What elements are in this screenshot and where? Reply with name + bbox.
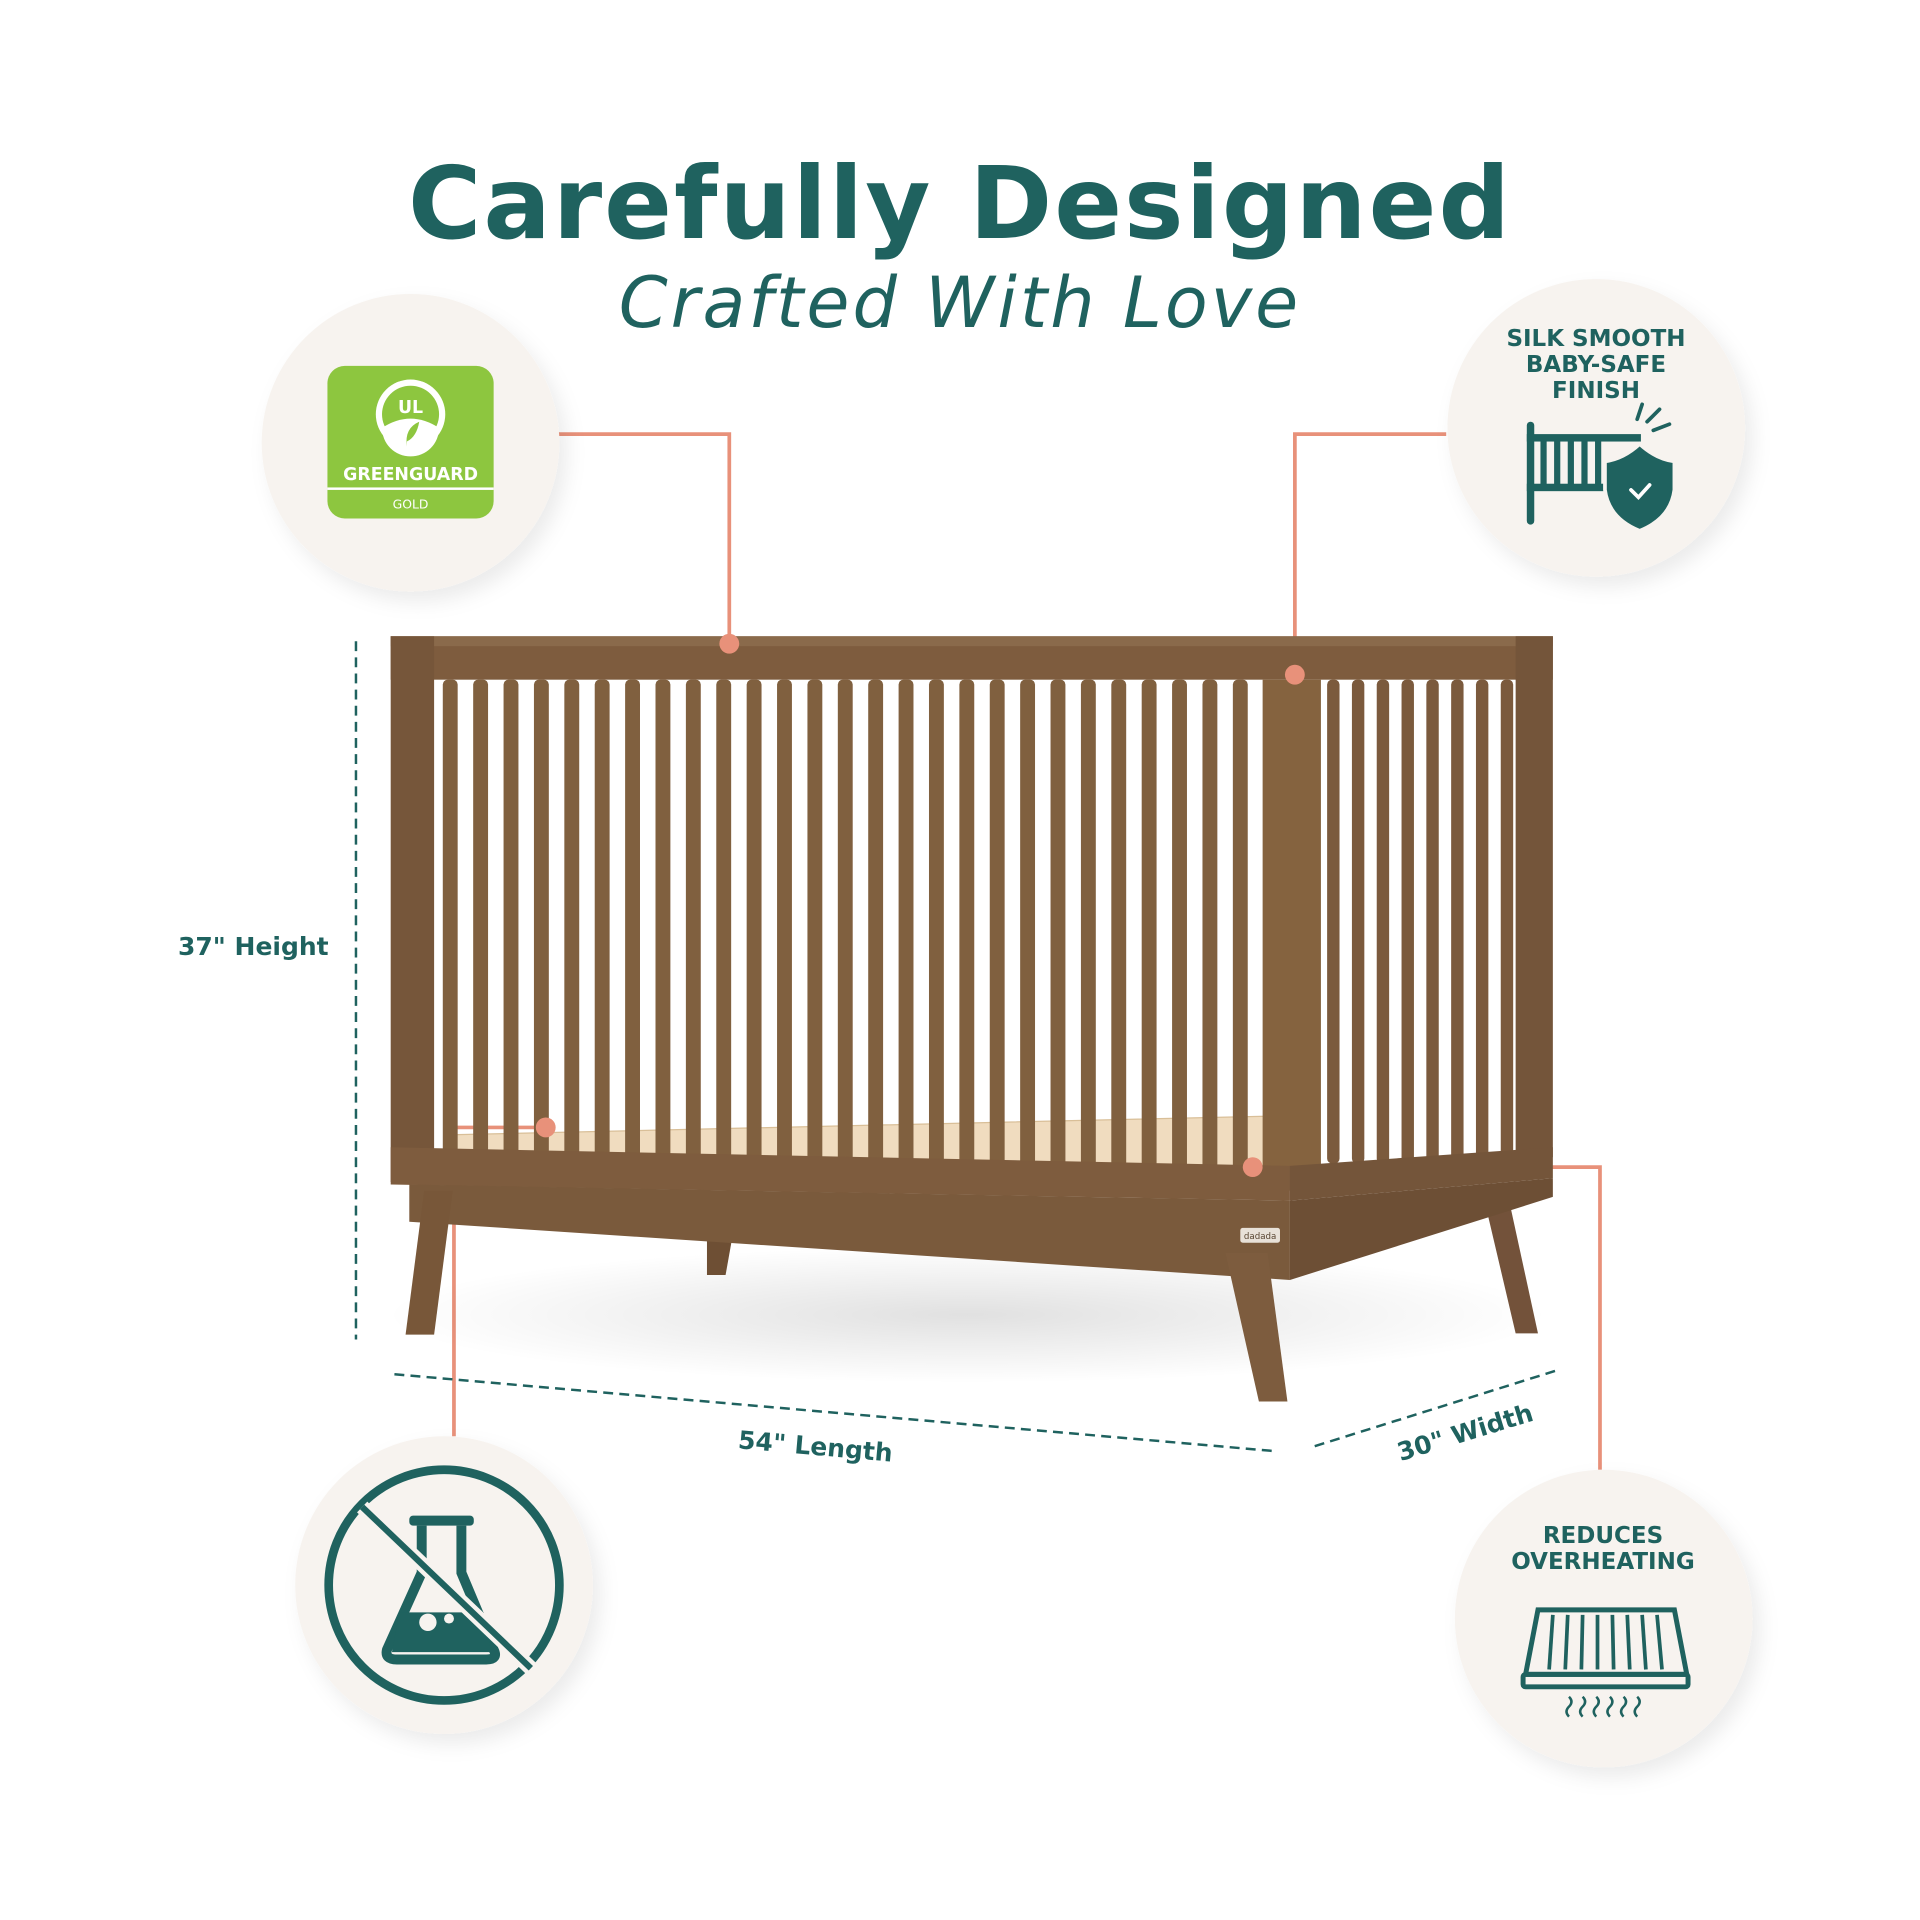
crib-slat: [1376, 679, 1390, 1164]
crib-leg: [405, 1190, 453, 1335]
crib-slat: [1111, 679, 1127, 1170]
page-title: Carefully Designed: [407, 145, 1513, 262]
crib-apron: [409, 1184, 1290, 1280]
crib-image: dadada: [384, 636, 1553, 1402]
length-dimension-line: [394, 1373, 1276, 1453]
connector-dot: [1284, 664, 1305, 685]
crib-leg: [1225, 1252, 1288, 1402]
crib-slat: [928, 679, 944, 1170]
crib-slat: [1020, 679, 1036, 1170]
brand-logo: [1240, 1227, 1280, 1243]
cooling-line-1: REDUCES: [1542, 1523, 1664, 1549]
crib-post-front-right: [1262, 679, 1321, 1191]
crib-slat: [533, 679, 549, 1170]
connector-dot: [1242, 1157, 1263, 1178]
finish-line-3: FINISH: [1552, 378, 1640, 404]
crib-slat: [1050, 679, 1066, 1170]
finish-label: SILK SMOOTH BABY-SAFE FINISH: [1446, 326, 1746, 404]
crib-slat: [1451, 679, 1464, 1164]
connector-finish: [1293, 432, 1447, 675]
svg-text:GREENGUARD: GREENGUARD: [343, 465, 478, 485]
no-chemicals-flask-icon: [324, 1465, 564, 1705]
finish-line-1: SILK SMOOTH: [1506, 326, 1686, 352]
crib-slat: [564, 679, 580, 1170]
crib-slat: [746, 679, 762, 1170]
crib-slat: [777, 679, 792, 1170]
connector-dot: [535, 1117, 556, 1138]
crib-slat: [625, 679, 640, 1170]
crib-shield-check-icon: [1526, 402, 1677, 533]
crib-slat: [1172, 679, 1187, 1170]
crib-post-left: [390, 636, 435, 1183]
page-subtitle: Crafted With Love: [618, 262, 1302, 344]
crib-slat: [959, 679, 975, 1170]
cooling-line-2: OVERHEATING: [1511, 1549, 1695, 1575]
crib-front-bottom-rail: [390, 1147, 1290, 1201]
crib-slat: [1141, 679, 1157, 1170]
crib-slat: [1327, 679, 1340, 1164]
crib-post-back-right: [1515, 636, 1553, 1158]
svg-text:GOLD: GOLD: [393, 497, 429, 512]
crib-slat: [989, 679, 1005, 1170]
crib-slat: [503, 679, 519, 1170]
crib-slat: [716, 679, 732, 1170]
crib-slat: [898, 679, 914, 1170]
crib-slat: [442, 679, 458, 1170]
crib-slat: [1202, 679, 1218, 1170]
cooling-label: REDUCES OVERHEATING: [1453, 1523, 1753, 1575]
crib-slat: [1475, 679, 1489, 1164]
crib-slat: [1232, 679, 1248, 1170]
crib-slat: [1401, 679, 1414, 1164]
greenguard-gold-badge: UL GREENGUARD GOLD: [327, 365, 494, 519]
mattress-heat-icon: [1520, 1607, 1691, 1718]
feature-circle-cooling: [1454, 1469, 1753, 1768]
crib-slat: [655, 679, 671, 1170]
crib-slat: [868, 679, 884, 1170]
crib-slat: [1351, 679, 1365, 1164]
crib-slat: [807, 679, 823, 1170]
height-label: 37" Height: [178, 932, 329, 961]
connector-dot: [719, 633, 740, 654]
width-dimension-line: [1314, 1368, 1561, 1448]
crib-slat: [1426, 679, 1439, 1164]
crib-slat: [837, 679, 853, 1170]
svg-text:UL: UL: [398, 398, 423, 418]
crib-slat: [1080, 679, 1096, 1170]
crib-slat: [1500, 679, 1514, 1164]
connector-certification: [558, 432, 732, 644]
crib-slat: [685, 679, 701, 1170]
finish-line-2: BABY-SAFE: [1525, 352, 1667, 378]
crib-slat: [594, 679, 610, 1170]
brand-logo-text: dadada: [1244, 1232, 1276, 1242]
crib-slat: [473, 679, 489, 1170]
